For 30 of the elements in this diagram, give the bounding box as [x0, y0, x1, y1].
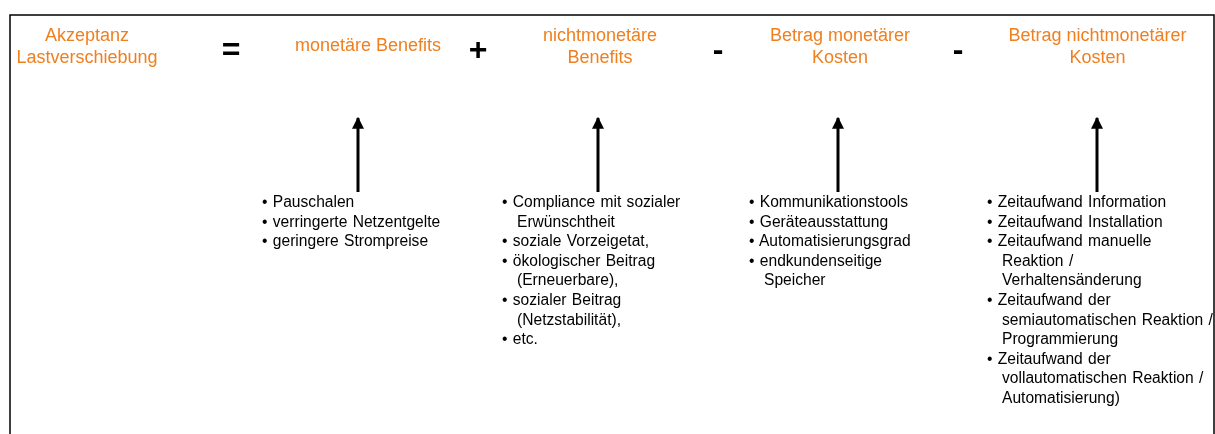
bullet-item: • soziale Vorzeigetat,: [502, 231, 651, 251]
bullet-item: • Compliance mit sozialer Erwünschtheit: [502, 192, 682, 232]
operator-sign: =: [220, 33, 242, 65]
operator-sign: +: [467, 33, 489, 65]
bullet-item: • Zeitaufwand der vollautomatischen Reaktion / Automatisierung): [987, 348, 1205, 408]
bullet-item: • sozialer Beitrag (Netzstabilität),: [502, 289, 623, 330]
bullet-item: • Zeitaufwand der semiautomatischen Reaktion / Programmierung: [987, 289, 1214, 349]
formula-term: Akzeptanz Lastverschiebung: [15, 24, 159, 68]
bullet-item: • Automatisierungsgrad: [749, 231, 912, 251]
formula-term: monetäre Benefits: [294, 34, 442, 56]
bullet-item: • Geräteausstattung: [749, 211, 890, 232]
bullet-item: • Zeitaufwand Installation: [987, 211, 1164, 232]
bullet-item: • Zeitaufwand Information: [987, 192, 1168, 212]
formula-term: Betrag monetärer Kosten: [768, 24, 912, 68]
bullet-item: • etc.: [502, 329, 539, 349]
bullet-item: • ökologischer Beitrag (Erneuerbare),: [502, 250, 657, 290]
arrow: [592, 116, 604, 192]
bullet-item: • endkundenseitige Speicher: [749, 250, 884, 290]
bullet-item: • Kommunikationstools: [749, 192, 909, 212]
arrow: [1091, 116, 1103, 192]
bullet-item: • verringerte Netzentgelte: [262, 211, 442, 232]
formula-term: Betrag nichtmonetärer Kosten: [1007, 24, 1188, 68]
bullet-item: • Zeitaufwand manuelle Reaktion / Verhaltensänderung: [987, 231, 1153, 290]
arrow: [832, 116, 844, 192]
formula-term: nichtmonetäre Benefits: [541, 24, 659, 68]
bullet-item: • Pauschalen: [262, 192, 356, 212]
operator-sign: -: [711, 33, 725, 65]
bullet-item: • geringere Strompreise: [262, 231, 430, 251]
operator-sign: -: [951, 33, 965, 65]
arrow: [352, 116, 364, 192]
